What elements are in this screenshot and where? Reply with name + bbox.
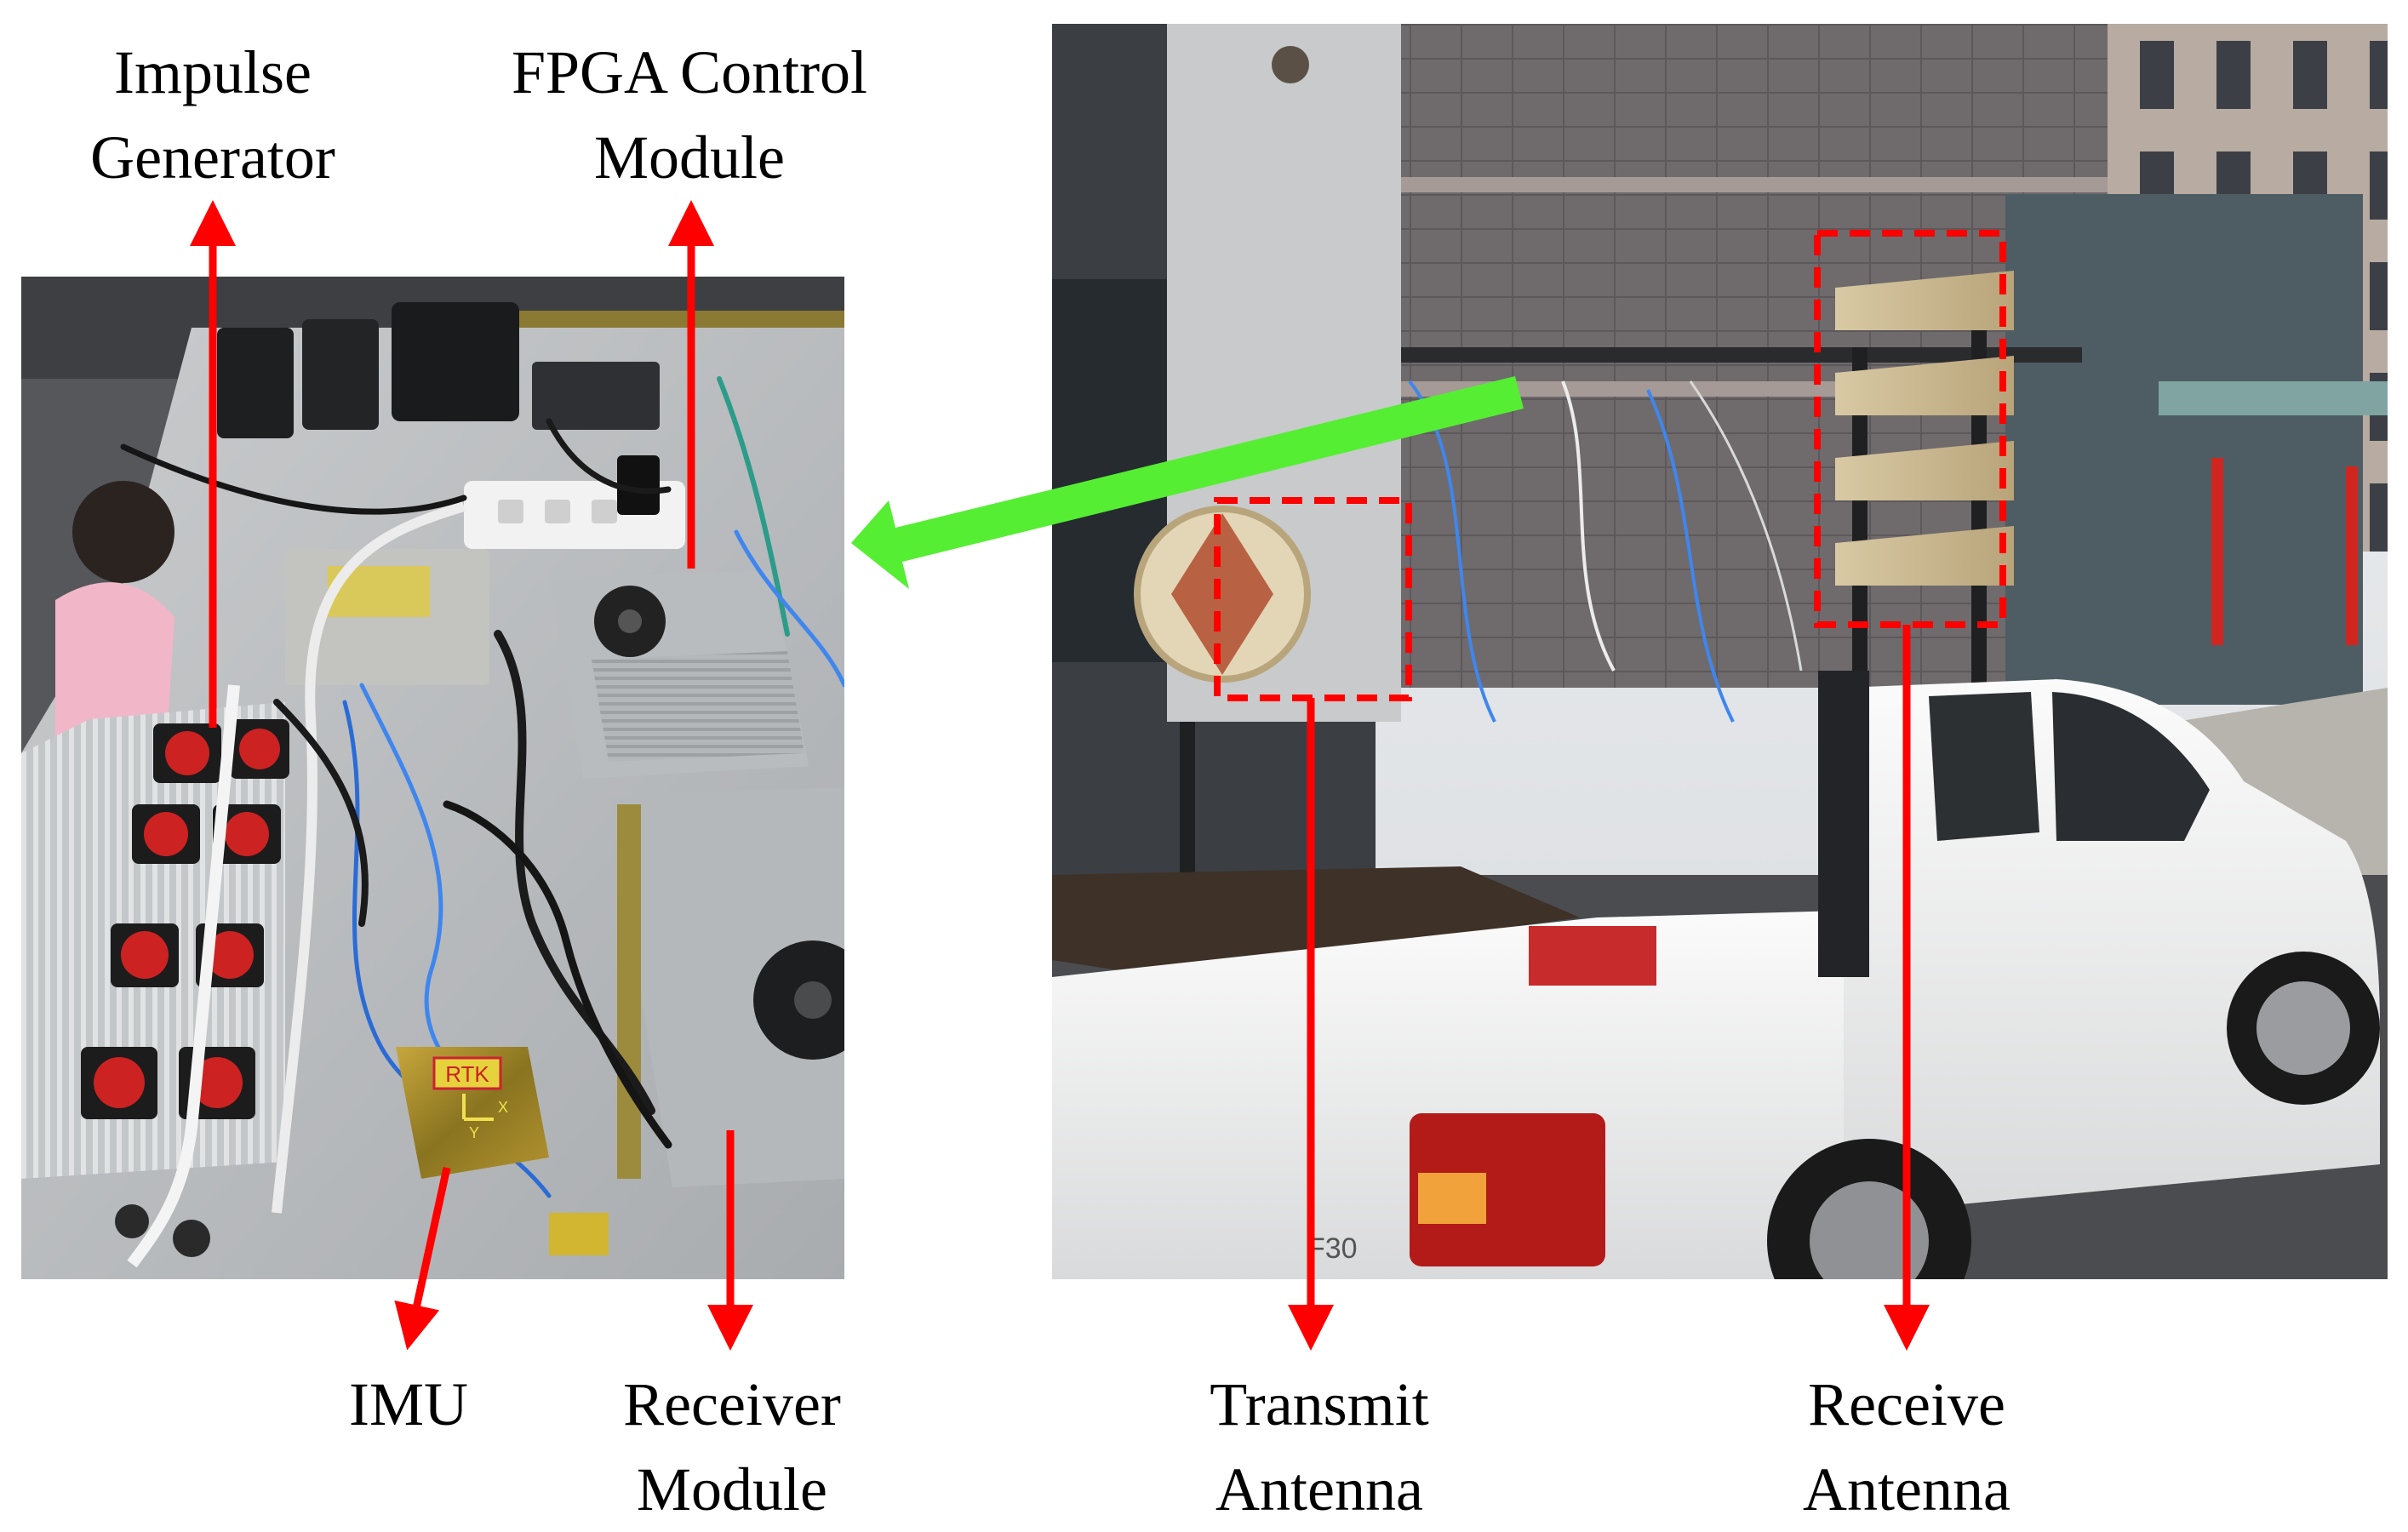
receiver-module-housing [609, 787, 844, 1187]
label-receiver-module-line1: Receiver [623, 1370, 841, 1438]
label-impulse-generator-line2: Generator [90, 123, 335, 192]
rear-wheel-rim [1810, 1181, 1929, 1279]
red-basket [1529, 926, 1656, 986]
label-receive-antenna-line1: Receive [1808, 1370, 2005, 1438]
power-supply-box [392, 302, 519, 421]
truck-model-badge: F30 [1307, 1232, 1358, 1265]
bottom-connector-2 [173, 1220, 210, 1257]
imu-axis-y: Y [469, 1124, 479, 1141]
label-transmit-antenna-line1: Transmit [1210, 1370, 1429, 1438]
label-transmit-antenna-line2: Antenna [1215, 1455, 1423, 1523]
front-wheel-rim [2256, 981, 2350, 1075]
tail-light [1410, 1113, 1605, 1266]
highlight-receive-antenna [1814, 230, 2006, 628]
truck-bed [1052, 909, 1903, 1279]
label-fpga-control-module-line1: FPGA Control [511, 38, 868, 106]
imu-axis-marker [462, 1094, 494, 1121]
label-impulse-generator: Impulse Generator [68, 30, 357, 200]
white-cable [127, 684, 240, 1268]
person-body [55, 582, 174, 753]
equipment-photo: RTK X Y [21, 277, 844, 1279]
truck-window-rear [1929, 692, 2039, 841]
power-strip-socket-2 [545, 500, 570, 523]
canopy [2159, 381, 2388, 415]
imu-label-tag [432, 1056, 502, 1090]
equipment-photo-illustration: RTK X Y [21, 277, 844, 1279]
label-receiver-module: Receiver Module [596, 1362, 868, 1532]
label-transmit-antenna: Transmit Antenna [1175, 1362, 1464, 1532]
power-strip-socket-3 [592, 500, 617, 523]
heatsink-fans [81, 719, 289, 1119]
frame-bar-horizontal [1401, 347, 2082, 363]
power-adapter-2 [302, 319, 379, 430]
red-banner-1 [2211, 458, 2223, 645]
imu-axis-x: X [498, 1099, 508, 1116]
vehicle-photo-illustration: F30 [1052, 24, 2388, 1279]
network-switch [532, 362, 660, 430]
transmit-antenna-wing [1171, 513, 1273, 675]
red-banner-2 [2346, 466, 2358, 645]
vehicle-photo: F30 [1052, 24, 2388, 1279]
label-receive-antenna: Receive Antenna [1770, 1362, 2043, 1532]
glass-facade [2005, 194, 2363, 705]
label-receive-antenna-line2: Antenna [1803, 1455, 2010, 1523]
label-imu: IMU [323, 1362, 494, 1447]
wooden-platform [1052, 866, 1580, 977]
bottom-connector-1 [115, 1204, 149, 1238]
label-fpga-control-module-line2: Module [594, 123, 785, 192]
person-head [72, 481, 174, 583]
link-arrow-green [851, 376, 1524, 589]
fpga-module-grill [592, 651, 804, 762]
truck-window-front [2052, 692, 2210, 841]
small-adapter [617, 455, 660, 515]
receive-antenna-array [1835, 271, 2014, 586]
tail-light-amber [1418, 1173, 1486, 1224]
label-imu-line1: IMU [349, 1370, 468, 1438]
building-band-1 [1376, 177, 2108, 192]
label-receiver-module-line2: Module [637, 1455, 827, 1523]
fpga-fan-hub [618, 609, 642, 633]
label-impulse-generator-line1: Impulse [114, 38, 312, 106]
highlight-transmit-antenna [1214, 497, 1412, 701]
panel-hole [1272, 46, 1309, 83]
receiver-connector-strip [617, 804, 641, 1179]
label-fpga-control-module: FPGA Control Module [477, 30, 902, 200]
arrow-imu [394, 1167, 451, 1351]
roll-bar [1818, 671, 1869, 977]
imu-label-text: RTK [445, 1061, 489, 1087]
power-adapter-1 [217, 328, 294, 438]
power-strip-socket-1 [498, 500, 523, 523]
receiver-fan-hub [794, 981, 832, 1019]
yellow-tape [549, 1213, 609, 1255]
